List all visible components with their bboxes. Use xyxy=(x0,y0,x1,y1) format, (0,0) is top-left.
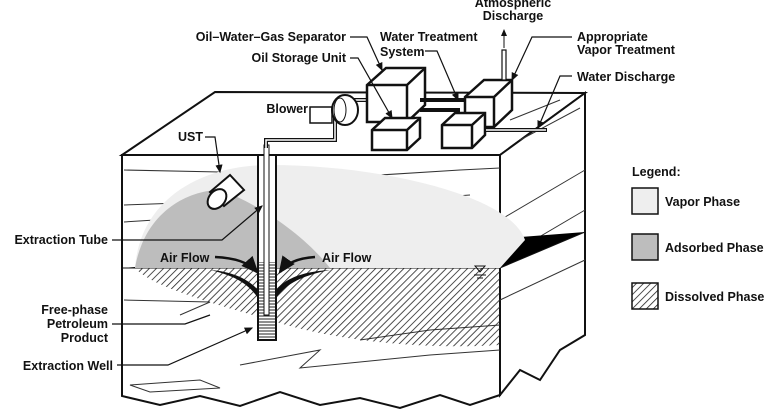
label-air-flow-left: Air Flow xyxy=(160,251,210,265)
legend-title: Legend: xyxy=(632,165,681,179)
label-extraction-well: Extraction Well xyxy=(23,359,113,373)
extraction-well xyxy=(257,144,277,341)
oil-water-gas-separator-box xyxy=(365,66,427,124)
ust-tank xyxy=(206,173,246,210)
label-ust: UST xyxy=(178,130,203,144)
label-oil-water-gas-separator: Oil–Water–Gas Separator xyxy=(196,30,346,44)
legend-label-dissolved: Dissolved Phase xyxy=(665,290,764,304)
adsorbed-phase-region xyxy=(135,190,330,268)
extraction-tube xyxy=(263,144,270,316)
blower-unit xyxy=(309,94,359,126)
legend-swatch-adsorbed xyxy=(631,233,659,261)
label-air-flow-right: Air Flow xyxy=(322,251,372,265)
dissolved-phase-region xyxy=(135,268,500,347)
legend: Legend: Vapor Phase Adsorbed Phase Disso… xyxy=(631,165,764,310)
legend-swatch-dissolved xyxy=(631,282,659,310)
water-treatment-box xyxy=(440,111,487,150)
treatment-equipment xyxy=(365,49,547,152)
atmospheric-stack xyxy=(501,49,507,81)
water-table-symbol xyxy=(473,265,487,279)
label-water-discharge: Water Discharge xyxy=(577,70,675,84)
legend-label-adsorbed: Adsorbed Phase xyxy=(665,241,764,255)
label-blower: Blower xyxy=(266,102,308,116)
free-phase-product-layer xyxy=(210,270,330,305)
leader-lines xyxy=(112,36,572,366)
label-extraction-tube: Extraction Tube xyxy=(14,233,108,247)
legend-label-vapor: Vapor Phase xyxy=(665,195,740,209)
label-oil-storage-unit: Oil Storage Unit xyxy=(252,51,347,65)
legend-swatch-vapor xyxy=(631,187,659,215)
oil-storage-unit-box xyxy=(370,116,422,152)
